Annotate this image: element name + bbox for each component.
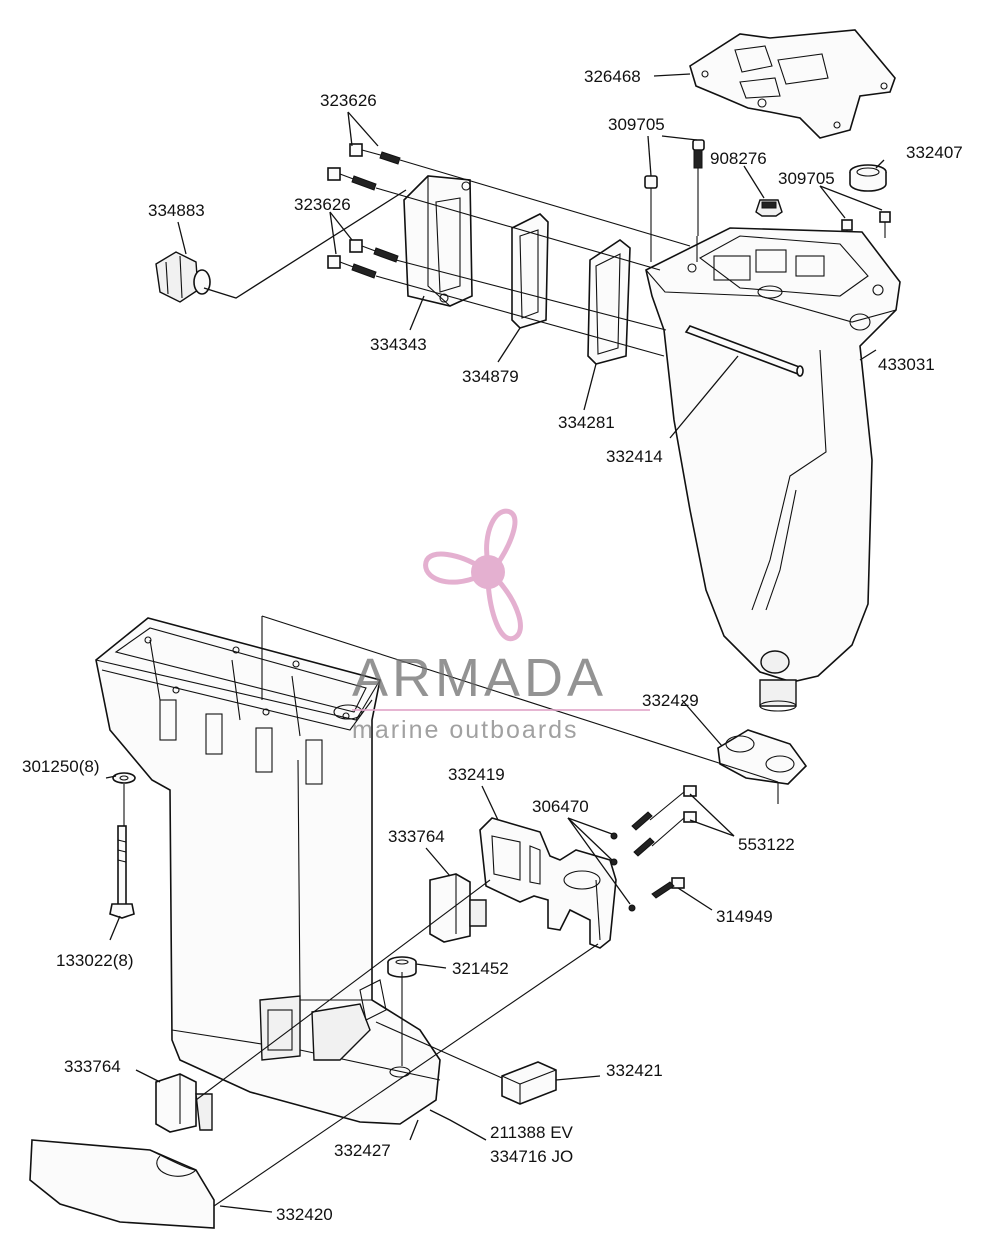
pad-333764-mid	[429, 873, 487, 943]
alignment-lines-lower	[123, 615, 779, 1207]
label-332419: 332419	[448, 765, 505, 784]
label-332420: 332420	[276, 1205, 333, 1224]
watermark: ARMADA marine outboards	[352, 508, 650, 744]
label-334281: 334281	[558, 413, 615, 432]
label-211388: 211388 EV	[490, 1123, 574, 1142]
label-332414: 332414	[606, 447, 663, 466]
part-labels: 326468 309705 908276 332407 309705 32362…	[22, 67, 963, 1224]
alignment-lines-upper	[375, 159, 698, 357]
label-323626-mid: 323626	[294, 195, 351, 214]
label-323626-top: 323626	[320, 91, 377, 110]
gasket-326468	[689, 29, 896, 139]
pin-332414	[684, 325, 804, 377]
screws-323626	[327, 143, 401, 279]
label-334879: 334879	[462, 367, 519, 386]
label-321452: 321452	[452, 959, 509, 978]
label-309705-top: 309705	[608, 115, 665, 134]
label-433031: 433031	[878, 355, 935, 374]
label-333764-mid: 333764	[388, 827, 445, 846]
plug-334883	[155, 251, 211, 303]
gasket-334879	[511, 213, 549, 329]
lower-housing	[95, 617, 441, 1125]
cover-332420	[29, 1139, 215, 1229]
pad-332421	[501, 1061, 557, 1105]
leader-lines	[105, 73, 885, 1213]
grommet-321452	[387, 956, 417, 978]
label-333764-low: 333764	[64, 1057, 121, 1076]
label-314949: 314949	[716, 907, 773, 926]
label-309705-right: 309705	[778, 169, 835, 188]
label-332421: 332421	[606, 1061, 663, 1080]
bolt-314949	[651, 877, 685, 899]
label-334716: 334716 JO	[490, 1147, 573, 1166]
bolt-133022	[109, 825, 135, 919]
watermark-brand: ARMADA	[352, 648, 607, 708]
watermark-tagline: marine outboards	[352, 716, 579, 744]
label-553122: 553122	[738, 835, 795, 854]
plate-332429	[717, 729, 808, 785]
gasket-334281	[587, 239, 631, 365]
pad-333764-low	[155, 1073, 213, 1133]
bushing-332407	[849, 164, 887, 192]
cover-334343	[403, 175, 473, 307]
label-326468: 326468	[584, 67, 641, 86]
label-334343: 334343	[370, 335, 427, 354]
washers-306470	[610, 832, 636, 912]
label-301250: 301250(8)	[22, 757, 100, 776]
label-332429: 332429	[642, 691, 699, 710]
bracket-332419	[479, 817, 617, 949]
label-334883: 334883	[148, 201, 205, 220]
plug-908276	[755, 199, 783, 217]
propeller-logo-icon	[423, 508, 523, 642]
label-332427: 332427	[334, 1141, 391, 1160]
label-908276: 908276	[710, 149, 767, 168]
bolts-553122	[631, 785, 697, 857]
bolt-309705-top	[644, 139, 705, 236]
label-306470: 306470	[532, 797, 589, 816]
label-133022: 133022(8)	[56, 951, 134, 970]
label-332407: 332407	[906, 143, 963, 162]
washer-301250	[112, 772, 136, 784]
driveshaft-housing-433031	[645, 227, 901, 712]
